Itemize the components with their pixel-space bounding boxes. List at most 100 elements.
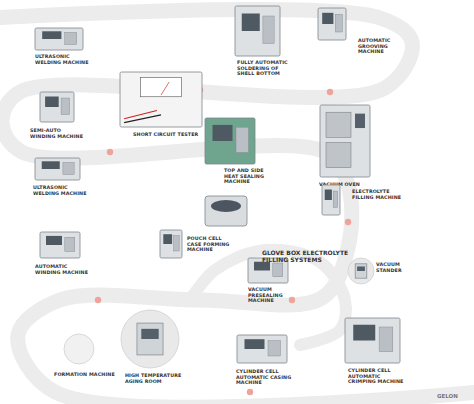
machine-illustration xyxy=(237,335,287,363)
machine-body xyxy=(120,72,202,127)
machine-body xyxy=(160,230,182,258)
machine-panel xyxy=(242,14,260,32)
machine-body xyxy=(237,335,287,363)
machine-circle xyxy=(348,258,374,284)
machine-node: CYLINDER CELL AUTOMATIC CASING MACHINE xyxy=(232,335,300,385)
watermark: GELON xyxy=(437,393,471,399)
machine-node: AUTOMATIC WINDING MACHINE xyxy=(30,232,92,277)
machine-illustration xyxy=(35,158,80,180)
road-marker xyxy=(327,89,333,95)
control-panel xyxy=(355,114,365,128)
machine-label: AUTOMATIC WINDING MACHINE xyxy=(35,264,91,275)
machine-node: VACUUM STANDER xyxy=(348,258,428,293)
machine-illustration xyxy=(35,28,83,50)
machine-part xyxy=(335,14,342,32)
machine-part xyxy=(236,127,249,152)
machine-node: FULLY AUTOMATIC SOLDERING OF SHELL BOTTO… xyxy=(230,6,292,78)
machine-panel xyxy=(42,161,60,169)
machine-circle xyxy=(64,334,94,364)
road-marker xyxy=(345,219,351,225)
machine-node: TOP AND SIDE HEAT SEALING MACHINE xyxy=(200,118,272,183)
oven-door xyxy=(326,142,351,167)
machine-illustration xyxy=(64,334,94,364)
machine-node: AUTOMATIC GROOVING MACHINE xyxy=(318,8,413,53)
machine-body xyxy=(235,6,280,56)
machine-label: VACUUM PRESEALING MACHINE xyxy=(248,287,300,304)
machine-illustration xyxy=(40,232,80,258)
machine-body xyxy=(205,118,255,164)
process-road xyxy=(190,250,346,345)
machine-panel xyxy=(45,97,59,108)
machine-illustration xyxy=(120,310,180,368)
road-marker xyxy=(107,149,113,155)
machine-node: VACUUM PRESEALING MACHINE xyxy=(246,258,302,303)
machine-body xyxy=(318,8,346,40)
machine-body xyxy=(322,185,340,215)
machine-part xyxy=(333,191,338,208)
machine-part xyxy=(65,32,77,44)
machine-node: FORMATION MACHINE xyxy=(48,334,116,382)
oven-door xyxy=(326,112,351,137)
machine-body xyxy=(345,318,400,363)
machine-part xyxy=(263,16,274,44)
machine-label: SEMI-AUTO WINDING MACHINE xyxy=(30,128,88,139)
machine-part xyxy=(211,200,241,212)
road-marker xyxy=(247,389,253,395)
machine-label: CYLINDER CELL AUTOMATIC CRIMPING MACHINE xyxy=(348,368,406,385)
machine-part xyxy=(268,341,281,356)
meter-needle xyxy=(161,82,169,95)
machine-illustration xyxy=(205,196,247,226)
machine-node: SHORT CIRCUIT TESTER xyxy=(115,72,210,144)
machine-body xyxy=(35,158,80,180)
machine-illustration xyxy=(235,6,280,56)
road-marker xyxy=(95,297,101,303)
machine-label: CYLINDER CELL AUTOMATIC CASING MACHINE xyxy=(236,369,294,386)
machine-panel xyxy=(357,266,365,271)
machine-panel xyxy=(325,190,332,201)
machine-label: FULLY AUTOMATIC SOLDERING OF SHELL BOTTO… xyxy=(237,60,293,77)
machine-node: VACUUM OVEN xyxy=(315,105,380,195)
machine-body xyxy=(320,105,370,177)
machine-label: ULTRASONIC WELDING MACHINE xyxy=(33,185,91,196)
machine-panel xyxy=(353,325,375,341)
machine-part xyxy=(61,98,70,115)
machine-node: SEMI-AUTO WINDING MACHINE xyxy=(28,92,90,140)
machine-part xyxy=(273,263,283,277)
machine-illustration xyxy=(205,118,255,164)
machine-circle xyxy=(121,310,179,368)
road-marker xyxy=(289,297,295,303)
machine-panel xyxy=(163,234,172,244)
machine-node: ELECTROLYTE FILLING MACHINE xyxy=(322,185,414,221)
machine-part xyxy=(65,237,75,251)
process-road xyxy=(0,10,474,404)
machine-panel xyxy=(141,329,158,339)
machine-body xyxy=(355,264,367,278)
machine-illustration xyxy=(318,8,346,40)
machine-label: VACUUM STANDER xyxy=(376,262,426,273)
machine-panel xyxy=(245,339,265,349)
machine-illustration xyxy=(348,258,374,284)
machine-label: SHORT CIRCUIT TESTER xyxy=(133,132,211,138)
machine-part xyxy=(63,162,74,174)
machine-body xyxy=(40,92,74,122)
machine-label: ELECTROLYTE FILLING MACHINE xyxy=(352,189,412,200)
machine-part xyxy=(379,327,393,352)
machine-label: FORMATION MACHINE xyxy=(54,372,116,378)
meter-dial xyxy=(141,78,182,97)
machine-node: ULTRASONIC WELDING MACHINE xyxy=(30,28,92,70)
machine-illustration xyxy=(345,318,400,363)
machine-panel xyxy=(322,13,333,24)
machine-body xyxy=(137,323,163,355)
machine-panel xyxy=(213,125,233,141)
machine-illustration xyxy=(322,185,340,215)
test-lead xyxy=(124,111,157,119)
machine-label: HIGH TEMPERATURE AGING ROOM xyxy=(125,373,187,384)
machine-panel xyxy=(46,236,62,245)
machine-node: ULTRASONIC WELDING MACHINE xyxy=(30,158,92,198)
machine-panel xyxy=(42,31,61,39)
machine-label: AUTOMATIC GROOVING MACHINE xyxy=(358,38,410,55)
machine-node: POUCH CELL CASE FORMING MACHINE xyxy=(160,230,238,270)
machine-node: HIGH TEMPERATURE AGING ROOM xyxy=(115,310,193,390)
machine-label: ULTRASONIC WELDING MACHINE xyxy=(35,54,93,65)
